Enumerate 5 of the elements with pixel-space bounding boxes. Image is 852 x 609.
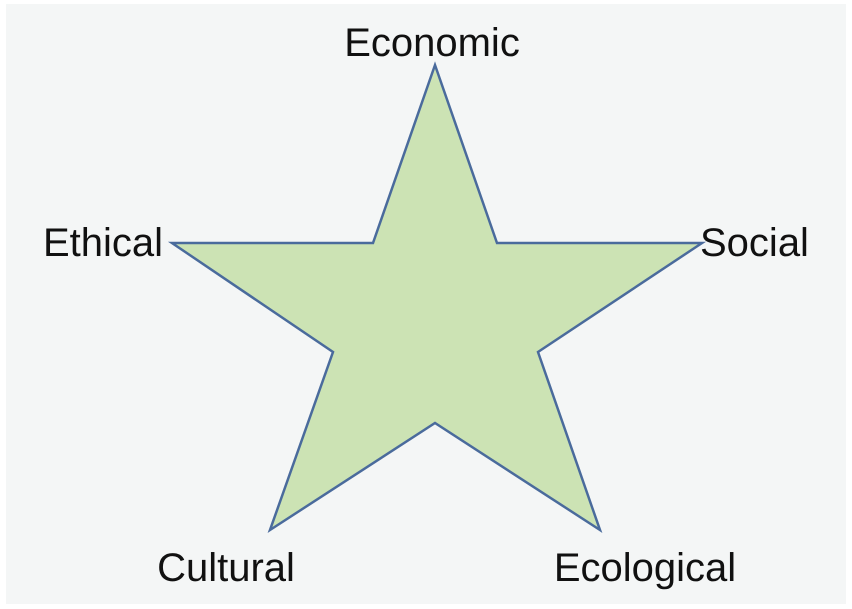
point-label: Economic bbox=[344, 20, 520, 66]
point-label: Ecological bbox=[554, 545, 736, 591]
point-label: Social bbox=[700, 220, 809, 266]
point-label: Cultural bbox=[157, 545, 295, 591]
point-label: Ethical bbox=[42, 220, 163, 266]
